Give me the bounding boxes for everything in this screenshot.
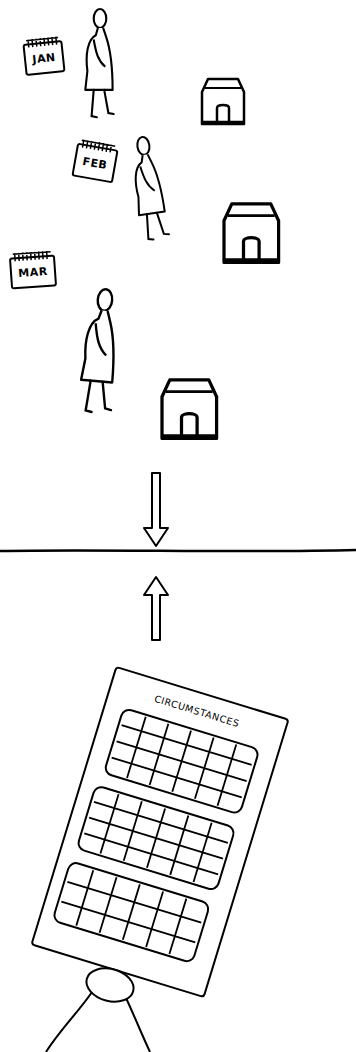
month-label: FEB (82, 154, 109, 171)
person-figure (85, 9, 113, 117)
month-label: MAR (18, 264, 48, 279)
table-grid (104, 708, 260, 815)
table-grid (52, 861, 210, 963)
house-icon (162, 380, 217, 439)
calendar-binding (81, 139, 116, 153)
month-label: JAN (32, 50, 57, 65)
hand (83, 963, 138, 1006)
calendar-icon: FEB (71, 143, 118, 184)
calendar-icon: JAN (22, 40, 65, 76)
calendar-icon: MAR (9, 254, 57, 289)
table-grid (77, 785, 236, 891)
down-arrow (144, 473, 168, 546)
divider-line (0, 550, 356, 551)
person-figure (128, 135, 169, 241)
up-arrow (144, 577, 168, 640)
person-figure (78, 288, 121, 414)
house-icon (224, 204, 279, 263)
house-icon (202, 79, 244, 124)
circumstances-sheet: CIRCUMSTANCES (30, 666, 289, 998)
calendar-binding (13, 251, 51, 262)
table-grids (32, 668, 291, 1000)
calendar-binding (26, 36, 59, 47)
arm (126, 998, 150, 1052)
arm (46, 992, 92, 1052)
